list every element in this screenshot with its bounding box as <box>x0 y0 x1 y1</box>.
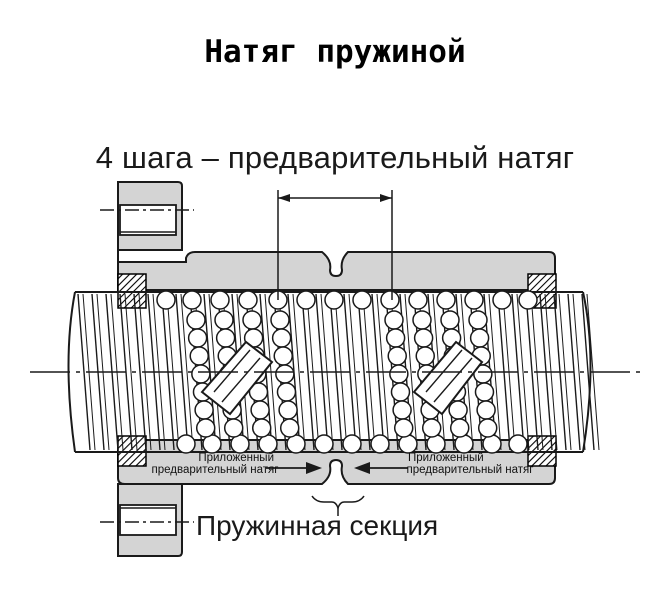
ball <box>412 310 432 330</box>
ball <box>187 328 208 348</box>
ball <box>223 418 244 438</box>
thread-line <box>572 293 586 451</box>
preload-label-right-line2: предварительный натяг <box>406 464 534 476</box>
preload-label-left: Приложенный предварительный натяг <box>150 452 280 476</box>
ball <box>342 434 362 454</box>
preload-label-left-line1: Приложенный <box>198 452 274 464</box>
thread-line <box>516 293 530 451</box>
diagram-subtitle: 4 шага – предварительный натяг <box>95 140 575 175</box>
ball <box>390 382 411 402</box>
ball <box>389 364 409 384</box>
ball <box>393 418 414 438</box>
ball <box>214 310 234 330</box>
thread-line <box>124 293 138 451</box>
ball <box>182 290 202 310</box>
return-tube-right <box>412 340 484 416</box>
thread-line <box>292 293 306 451</box>
ball <box>195 418 216 438</box>
ball <box>251 418 272 438</box>
ball <box>476 400 496 420</box>
preload-label-right-line1: Приложенный <box>408 452 484 464</box>
ball <box>278 400 298 420</box>
ball <box>413 328 434 348</box>
arrow-right-icon <box>306 462 322 474</box>
ball <box>191 364 211 384</box>
ball <box>392 400 412 420</box>
ball <box>449 418 470 438</box>
spring-section-brace <box>311 495 365 516</box>
flange-bottom-bolt-hole <box>119 504 177 536</box>
ball <box>426 434 446 454</box>
ball <box>210 290 230 310</box>
ball <box>408 290 428 310</box>
ball <box>194 400 214 420</box>
flange-top-bolt-hole <box>119 204 177 236</box>
nut-top <box>117 250 557 309</box>
ball <box>398 434 418 454</box>
ball <box>176 434 196 454</box>
thread-line <box>357 293 371 451</box>
ball <box>464 290 484 310</box>
ball <box>279 418 300 438</box>
ball <box>468 310 488 330</box>
ball <box>189 346 209 366</box>
ball <box>275 364 295 384</box>
arrow-left-icon <box>354 462 370 474</box>
ball <box>384 310 404 330</box>
ball <box>242 310 262 330</box>
thread-line <box>581 293 595 451</box>
ball <box>186 310 206 330</box>
ball <box>276 382 297 402</box>
ball <box>482 434 502 454</box>
ball <box>273 346 293 366</box>
thread-line <box>77 293 91 451</box>
return-tube-left <box>200 340 274 416</box>
ball <box>380 290 400 310</box>
ball <box>238 290 258 310</box>
ball <box>469 328 490 348</box>
ball <box>270 310 290 330</box>
ball <box>454 434 474 454</box>
ball <box>314 434 334 454</box>
thread-line <box>133 293 147 451</box>
left-flange <box>100 181 194 557</box>
ball <box>250 400 270 420</box>
ball <box>440 310 460 330</box>
preload-label-right: Приложенный предварительный натяг <box>400 452 540 476</box>
ball <box>436 290 456 310</box>
preload-arrows <box>266 462 408 474</box>
ball <box>370 434 390 454</box>
ball <box>271 328 292 348</box>
ball <box>508 434 528 454</box>
ball <box>296 290 316 310</box>
ball <box>352 290 372 310</box>
thread-line <box>301 293 315 451</box>
thread-line <box>348 293 362 451</box>
ball <box>387 346 407 366</box>
ball <box>492 290 512 310</box>
ball <box>448 400 468 420</box>
ball <box>421 418 442 438</box>
ball <box>385 328 406 348</box>
ball <box>215 328 236 348</box>
spring-section-label: Пружинная секция <box>196 510 439 541</box>
diagram-title: Натяг пружиной <box>204 34 466 70</box>
thread-line <box>404 293 418 451</box>
ball <box>518 290 538 310</box>
ball <box>474 382 495 402</box>
preload-label-left-line2: предварительный натяг <box>151 464 279 476</box>
ball <box>415 346 435 366</box>
thread-line <box>180 293 194 451</box>
thread-line <box>525 293 539 451</box>
ball <box>324 290 344 310</box>
ball <box>477 418 498 438</box>
pitch-dimension <box>277 190 393 300</box>
ball <box>156 290 176 310</box>
